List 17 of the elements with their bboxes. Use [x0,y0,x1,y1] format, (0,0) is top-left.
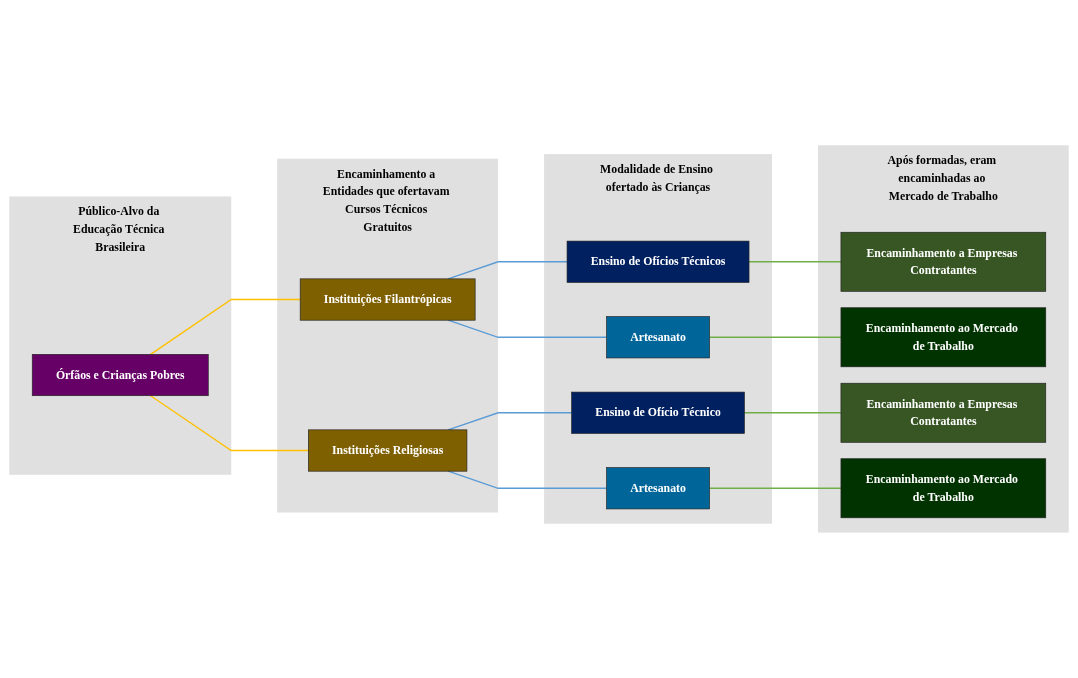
connector [150,298,301,356]
node-box: Ensino de Ofícios Técnicos [566,240,750,283]
node-box: Encaminhamento a Empresas Contratantes [840,382,1047,443]
node-box: Encaminhamento ao Mercado de Trabalho [840,307,1047,368]
connector [748,261,842,263]
connector [150,395,310,452]
node-box: Artesanato [606,316,710,359]
node-box: Artesanato [606,467,710,510]
node-box: Instituições Religiosas [308,429,468,472]
node-box: Ensino de Ofício Técnico [571,391,745,434]
node-box: Órfãos e Crianças Pobres [31,354,209,397]
node-box: Encaminhamento a Empresas Contratantes [840,232,1047,292]
connector [743,412,842,414]
node-box: Encaminhamento ao Mercado de Trabalho [840,458,1047,519]
node-box: Instituições Filantrópicas [299,278,476,321]
connector [708,336,842,338]
connector [708,487,842,489]
